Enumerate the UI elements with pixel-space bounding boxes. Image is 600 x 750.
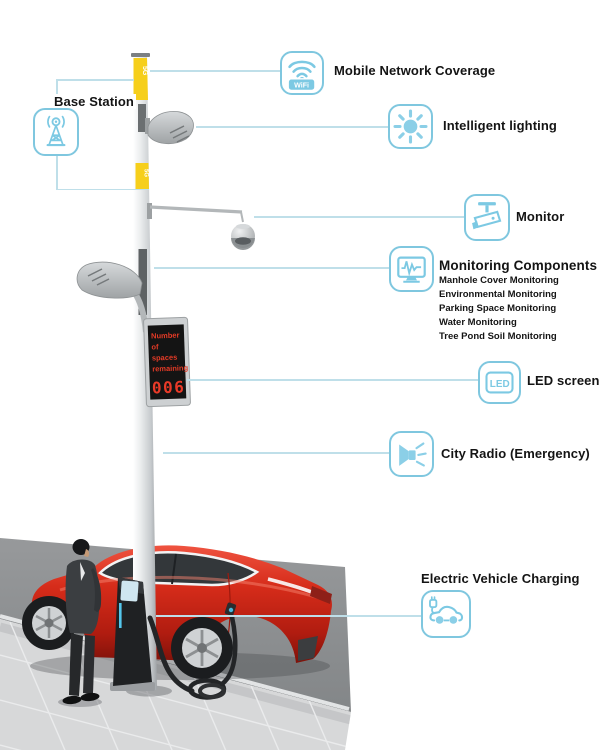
monitoring-item-manhole: Manhole Cover Monitoring	[439, 275, 559, 286]
parking-led-display: Number of spaces remaining 006	[143, 316, 191, 408]
person	[58, 539, 102, 707]
speaker-icon	[399, 441, 427, 467]
cctv-camera	[147, 203, 255, 250]
label-monitoring-components: Monitoring Components	[439, 258, 598, 273]
label-led-screen: LED screen	[527, 373, 600, 388]
pole-band-mid: 5G	[135, 163, 149, 190]
waveform-monitor-icon	[397, 256, 426, 283]
pole-band-mid-text: 5G	[143, 169, 149, 177]
callout-line-led-screen	[187, 379, 480, 381]
monitoring-item-water: Water Monitoring	[439, 317, 517, 328]
charging-cable	[147, 614, 238, 700]
callout-line-ev-charging	[156, 615, 423, 617]
cctv-camera-icon	[472, 201, 502, 229]
base-station-icon-box	[33, 108, 79, 156]
led-line-4: remaining	[152, 363, 189, 373]
monitoring-item-parking: Parking Space Monitoring	[439, 303, 557, 314]
led-icon-text: LED	[490, 379, 510, 390]
pole-band-top-text: 5G	[141, 66, 148, 76]
led-icon: LED	[485, 371, 514, 394]
monitor-icon-box	[464, 194, 510, 241]
label-base-station: Base Station	[52, 94, 136, 109]
callout-line-monitor	[254, 216, 465, 218]
car-front-wheel	[22, 596, 76, 650]
led-line-3: spaces	[152, 353, 178, 363]
monitoring-item-environmental: Environmental Monitoring	[439, 289, 557, 300]
car-rear-wheel	[171, 617, 233, 679]
charging-station	[110, 577, 155, 691]
pole-cap	[131, 53, 150, 57]
label-monitor: Monitor	[516, 209, 565, 224]
led-value: 006	[152, 377, 186, 397]
label-intelligent-lighting: Intelligent lighting	[443, 118, 557, 133]
led-line-1: Number	[151, 331, 180, 341]
led-screen-icon-box: LED	[478, 361, 521, 404]
antenna-tower-icon	[46, 115, 66, 147]
wifi-badge-text: WiFi	[294, 81, 309, 89]
monitoring-components-icon-box	[389, 246, 434, 292]
intelligent-lighting-icon-box	[388, 104, 433, 149]
callout-line-base-station-top	[56, 79, 134, 81]
pole-band-top: 5G	[133, 58, 148, 100]
callout-line-mobile-network	[150, 70, 280, 72]
charging-station-screen	[120, 580, 139, 602]
ev-car-icon	[429, 596, 464, 624]
pole-recess	[138, 104, 146, 132]
charge-port-connector	[224, 602, 237, 616]
monitoring-item-tree-pond-soil: Tree Pond Soil Monitoring	[439, 331, 557, 342]
callout-line-base-station-bottom	[56, 188, 149, 191]
ev-charging-icon-box	[421, 590, 471, 638]
mobile-network-icon-box: WiFi	[280, 51, 324, 95]
label-ev-charging: Electric Vehicle Charging	[421, 571, 580, 586]
callout-line-intelligent-lighting	[196, 126, 388, 128]
sun-icon	[393, 109, 428, 144]
callout-line-monitoring-components	[154, 267, 390, 269]
city-radio-icon-box	[389, 431, 434, 477]
car-taillight	[310, 586, 332, 604]
charging-led-strip	[119, 603, 122, 628]
callout-line-city-radio	[163, 452, 390, 454]
led-line-2: of	[151, 342, 159, 351]
wifi-icon: WiFi	[287, 60, 316, 91]
label-mobile-network: Mobile Network Coverage	[334, 63, 496, 78]
monitoring-components-list: Manhole Cover Monitoring Environmental M…	[439, 274, 559, 344]
street-lamp-right	[145, 110, 194, 145]
pole-speaker-slot	[138, 249, 147, 315]
label-city-radio: City Radio (Emergency)	[441, 446, 590, 461]
